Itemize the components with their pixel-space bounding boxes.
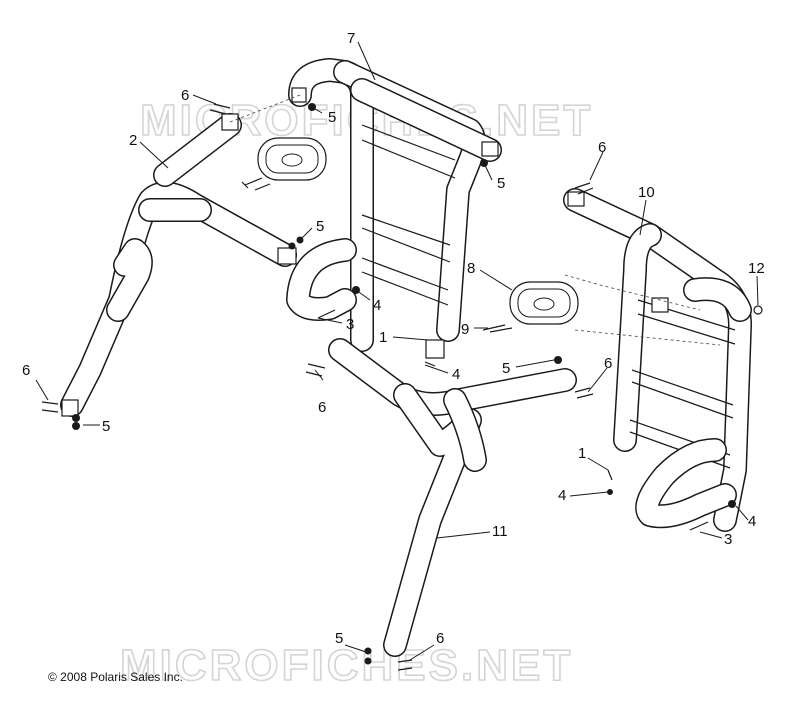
callout-3a: 3 bbox=[346, 316, 354, 333]
callout-8: 8 bbox=[467, 260, 475, 277]
watermark-bottom: MICROFICHES.NET bbox=[120, 641, 573, 690]
callout-5d: 5 bbox=[502, 360, 510, 377]
callout-4c: 4 bbox=[558, 487, 566, 504]
callout-4b: 4 bbox=[452, 366, 460, 383]
callout-3b: 3 bbox=[724, 531, 732, 548]
side-panel-part-10 bbox=[563, 188, 752, 532]
callout-6f: 6 bbox=[436, 630, 444, 647]
callout-1a: 1 bbox=[379, 329, 387, 346]
callout-5a: 5 bbox=[328, 109, 336, 126]
callout-12: 12 bbox=[748, 260, 765, 277]
callout-4d: 4 bbox=[748, 513, 756, 530]
callout-11: 11 bbox=[492, 523, 508, 540]
callout-5e: 5 bbox=[102, 418, 110, 435]
callout-6d: 6 bbox=[318, 399, 326, 416]
callout-4a: 4 bbox=[373, 297, 381, 314]
callout-6a: 6 bbox=[181, 87, 189, 104]
copyright-notice: © 2008 Polaris Sales Inc. bbox=[48, 670, 183, 684]
callout-6b: 6 bbox=[598, 139, 606, 156]
rear-roll-bar-part-7 bbox=[286, 58, 502, 359]
callout-5c: 5 bbox=[316, 218, 324, 235]
callout-6c: 6 bbox=[604, 355, 612, 372]
mirror-assembly-part-8 bbox=[509, 281, 579, 325]
callout-5f: 5 bbox=[335, 630, 343, 647]
callout-1b: 1 bbox=[578, 445, 586, 462]
hardware bbox=[41, 103, 763, 671]
leader-lines bbox=[35, 41, 759, 661]
front-roll-bar-part-2 bbox=[60, 113, 297, 417]
callout-7: 7 bbox=[347, 30, 355, 47]
callout-10: 10 bbox=[638, 184, 655, 201]
callout-numbers: 7 6 5 2 6 5 5 4 3 1 8 9 10 12 4 5 6 6 6 … bbox=[22, 30, 765, 647]
callout-9: 9 bbox=[461, 321, 469, 338]
front-hoop-part-11 bbox=[328, 338, 577, 657]
callout-6e: 6 bbox=[22, 362, 30, 379]
mirror-assembly-left bbox=[257, 137, 327, 181]
callout-5b: 5 bbox=[497, 175, 505, 192]
callout-2: 2 bbox=[129, 132, 137, 149]
